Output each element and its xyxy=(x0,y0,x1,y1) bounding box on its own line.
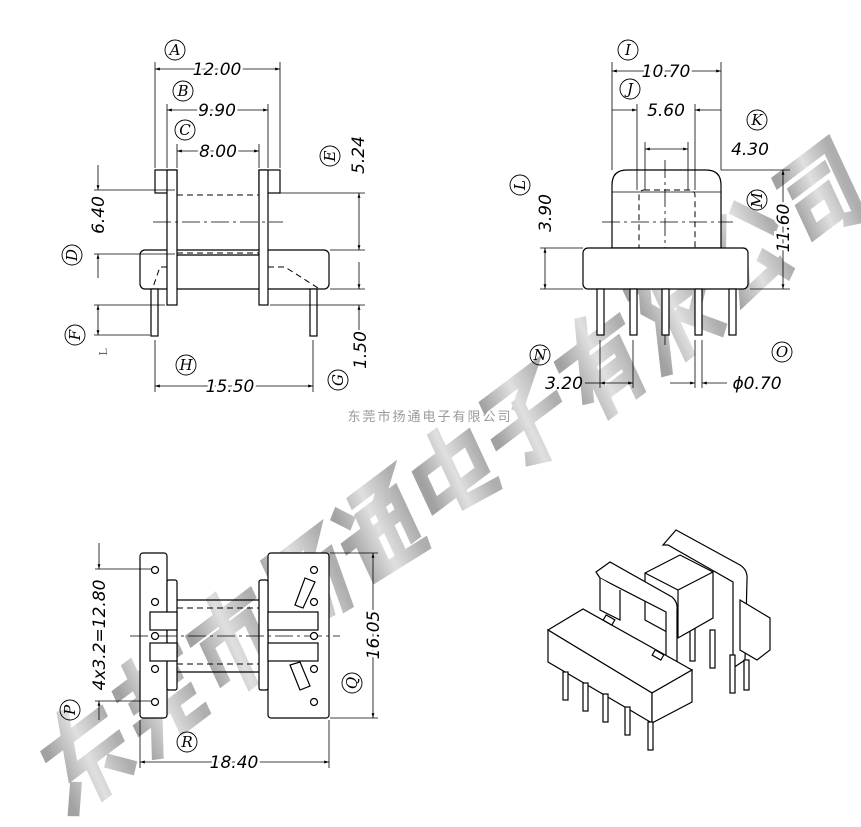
watermark-glyph xyxy=(40,704,138,817)
label-k: K xyxy=(750,111,763,129)
dim-i-value: 10.70 xyxy=(642,62,691,82)
label-q: Q xyxy=(343,677,361,689)
dim-m-value: 11.60 xyxy=(774,204,794,253)
isometric-view xyxy=(546,529,771,751)
front-view: A 12.00 B 9.90 C 8.00 D 6.40 E 5.24 F L … xyxy=(61,39,371,400)
label-d: D xyxy=(63,249,81,262)
dim-c-value: 8.00 xyxy=(199,142,237,162)
iso-pins xyxy=(562,671,654,751)
label-i: I xyxy=(624,41,632,59)
label-c: C xyxy=(179,121,191,139)
side-pins xyxy=(596,288,737,336)
dim-a-value: 12.00 xyxy=(193,60,242,80)
label-p: P xyxy=(61,704,79,716)
dim-p-value: 4x3.2=12.80 xyxy=(90,580,110,691)
dim-j-value: 5.60 xyxy=(647,101,685,121)
label-b: B xyxy=(176,82,188,100)
label-l: L xyxy=(511,180,529,191)
side-view: I 10.70 J 5.60 K 4.30 L 3.90 M 11.60 N 3… xyxy=(509,39,797,394)
dim-q-value: 16.05 xyxy=(364,611,384,660)
bottom-pin-holes xyxy=(150,565,319,707)
watermark-graphic xyxy=(40,133,861,817)
dim-g-value: 1.50 xyxy=(351,331,371,369)
watermark-glyph xyxy=(411,427,503,516)
dim-h-value: 15.50 xyxy=(206,377,255,397)
watermark-glyph xyxy=(184,585,271,692)
watermark-glyph xyxy=(478,354,563,467)
dim-o-value: ϕ0.70 xyxy=(732,374,781,394)
dim-k-value: 4.30 xyxy=(731,140,769,160)
dim-n-value: 3.20 xyxy=(545,374,583,394)
watermark-glyph xyxy=(771,133,861,243)
label-o: O xyxy=(776,343,788,361)
label-e: E xyxy=(321,150,339,162)
label-g: G xyxy=(329,374,347,386)
dim-r-value: 18.40 xyxy=(210,753,259,773)
dim-e-value: 5.24 xyxy=(349,136,369,174)
label-n: N xyxy=(532,346,547,364)
label-j: J xyxy=(624,80,634,98)
label-a: A xyxy=(168,41,181,59)
company-caption: 东莞市扬通电子有限公司 xyxy=(347,409,512,425)
label-r: R xyxy=(180,733,192,751)
dim-b-value: 9.90 xyxy=(198,101,236,121)
watermark-glyph xyxy=(329,459,432,585)
dim-l-value: 3.90 xyxy=(536,194,556,232)
dim-d-value: 6.40 xyxy=(89,196,109,234)
label-l-small: L xyxy=(97,348,110,356)
label-f: F xyxy=(66,329,84,341)
label-m: M xyxy=(748,192,766,209)
label-h: H xyxy=(178,356,193,374)
bottom-view: 4x3.2=12.80 P 16.05 Q R 18.40 xyxy=(59,543,387,776)
